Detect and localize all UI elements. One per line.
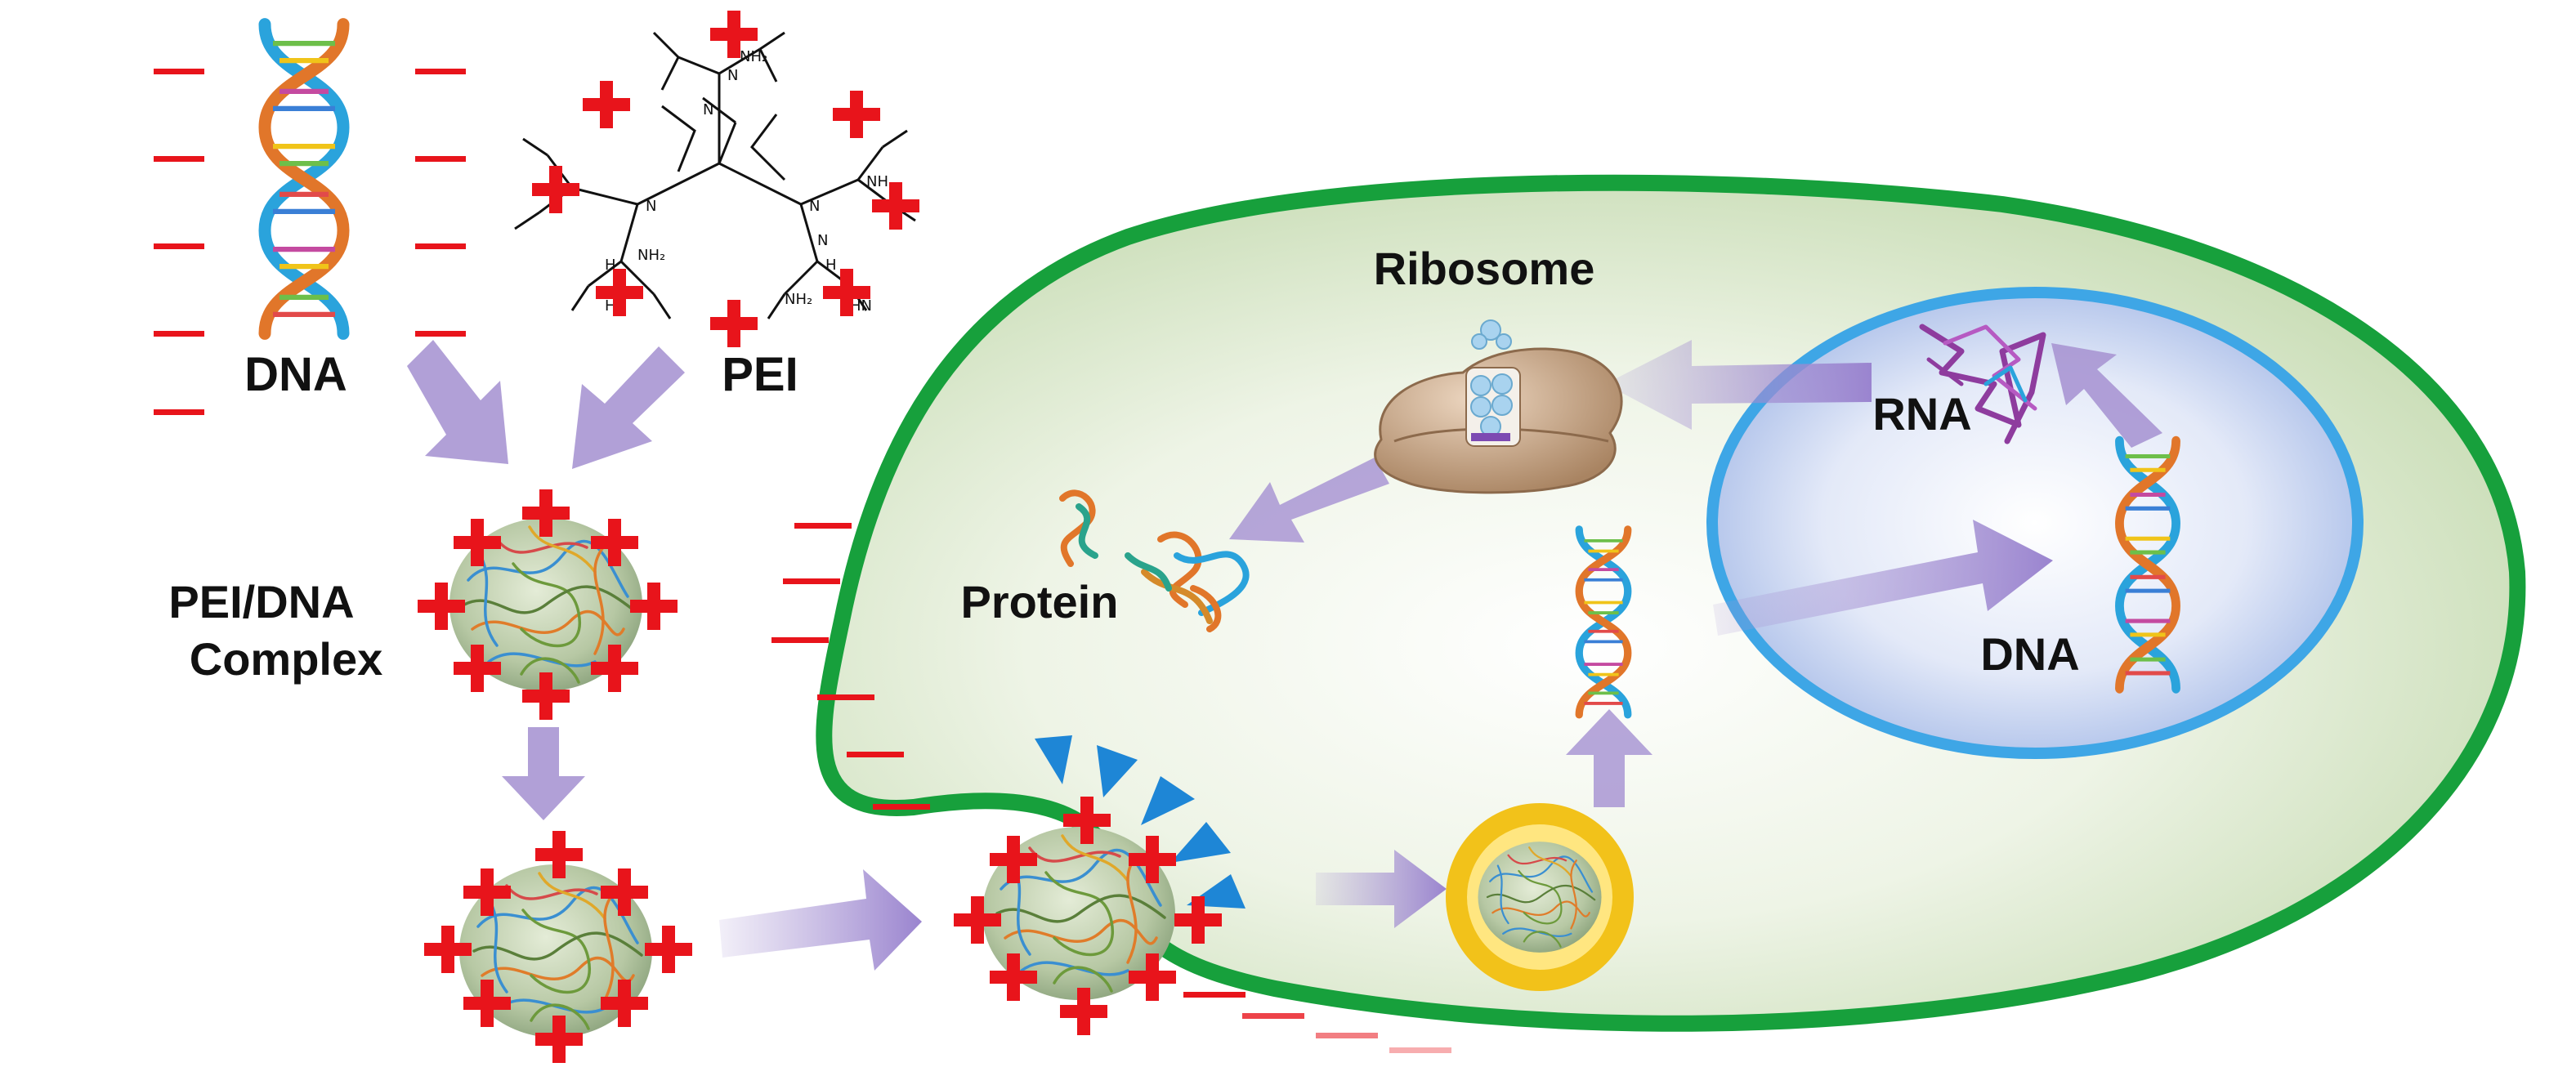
svg-text:NH₂: NH₂ xyxy=(740,48,767,65)
label-ribosome: Ribosome xyxy=(1374,243,1595,294)
svg-text:N: N xyxy=(817,232,828,249)
label-protein: Protein xyxy=(961,576,1119,627)
endosome-icon xyxy=(1446,803,1634,991)
nuclear-envelope xyxy=(1706,287,2364,759)
protein-icon xyxy=(1059,489,1250,632)
dna-negative-charges xyxy=(154,69,466,415)
label-dna-nucleus: DNA xyxy=(1980,628,2079,680)
label-complex-line2: Complex xyxy=(190,633,383,685)
arrow-dna-to-nucleus xyxy=(1713,520,2053,636)
arrow-dna-to-complex xyxy=(407,340,508,464)
arrow-to-endosome xyxy=(1316,850,1447,928)
nucleus xyxy=(1706,287,2364,759)
dna-helix-icon xyxy=(265,25,343,333)
arrow-ribosome-to-protein xyxy=(1229,458,1389,542)
arrows xyxy=(407,340,2162,971)
membrane-negative-charges xyxy=(771,523,1451,1053)
proton-pumps xyxy=(1035,735,1246,909)
label-dna-top: DNA xyxy=(244,348,347,401)
svg-text:N: N xyxy=(809,198,820,215)
svg-text:H: H xyxy=(825,257,837,274)
svg-text:N: N xyxy=(727,67,738,84)
arrow-to-membrane xyxy=(719,869,922,971)
rna-icon xyxy=(1919,324,2046,444)
arrow-pei-to-complex xyxy=(572,346,685,469)
arrow-complex-down xyxy=(502,727,585,820)
svg-text:HN: HN xyxy=(850,297,872,315)
arrow-endosome-to-dna xyxy=(1566,709,1652,807)
label-rna: RNA xyxy=(1872,388,1971,440)
arrow-rna-to-ribosome xyxy=(1605,340,1872,430)
ribosome-icon xyxy=(1374,319,1623,494)
label-complex-line1: PEI/DNA xyxy=(168,576,354,627)
svg-text:N: N xyxy=(646,198,656,215)
arrow-dna-to-rna xyxy=(2051,343,2162,448)
label-pei: PEI xyxy=(722,348,798,401)
pei-positive-charges xyxy=(532,11,919,347)
svg-text:NH₂: NH₂ xyxy=(637,247,665,264)
svg-text:NH: NH xyxy=(866,173,888,190)
svg-text:NH₂: NH₂ xyxy=(785,291,812,308)
